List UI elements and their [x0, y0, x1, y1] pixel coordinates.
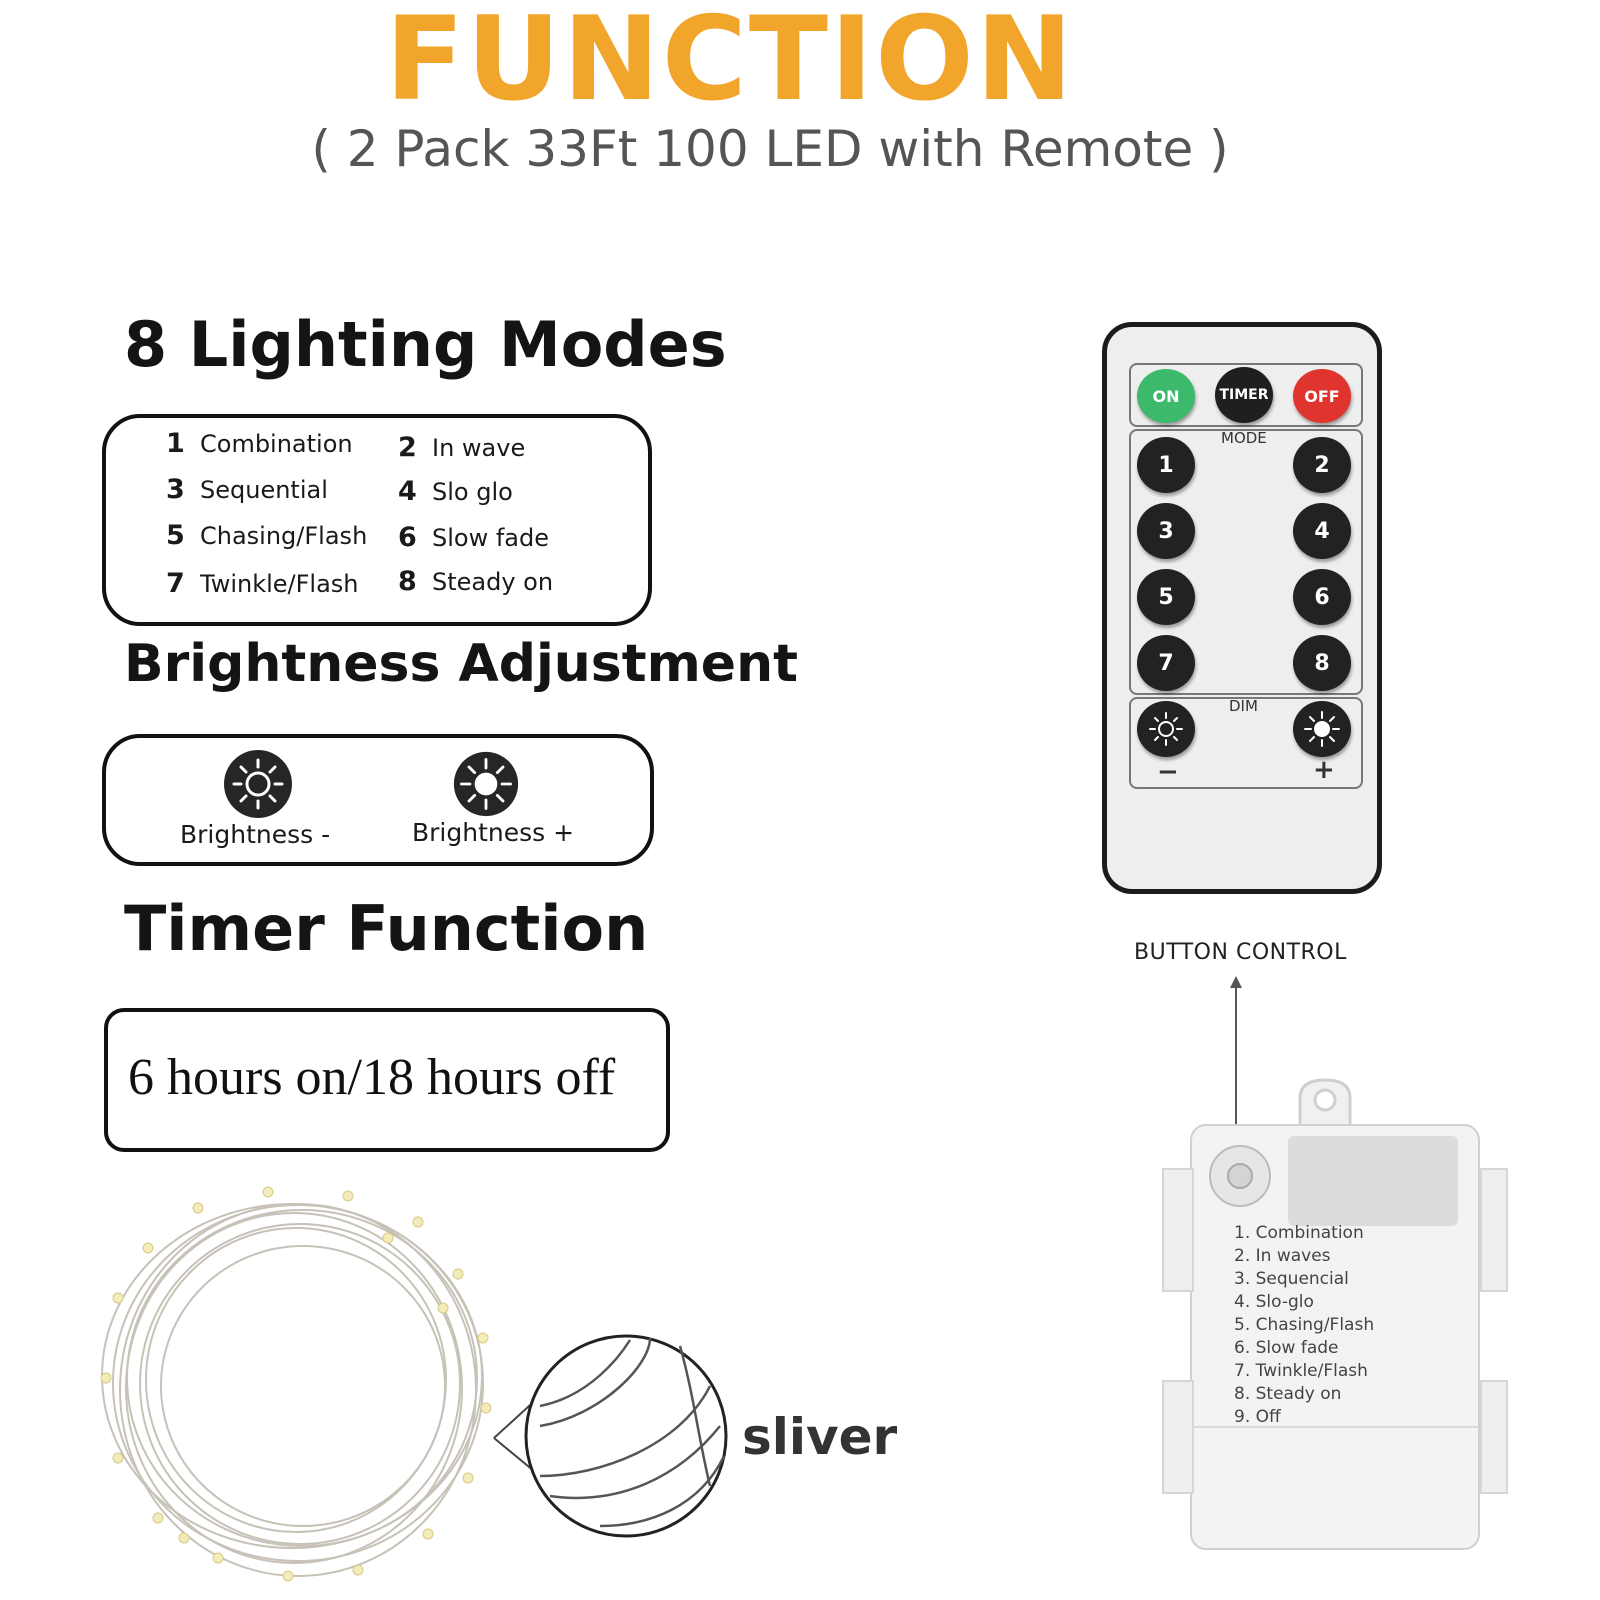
mode-label: Combination [200, 430, 353, 458]
mode-5-button[interactable]: 5 [1137, 569, 1195, 625]
mode-8-label: 8 [1314, 650, 1330, 676]
remote-control: ON TIMER OFF MODE 1 2 3 4 5 6 7 8 DIM [1102, 322, 1382, 894]
battery-box: 1. Combination 2. In waves 3. Sequencial… [1190, 1124, 1480, 1550]
lighting-modes-box: 1 Combination 2 In wave 3 Sequential 4 Slo g… [102, 414, 652, 626]
battery-box-clip-right-lower [1480, 1380, 1508, 1494]
battery-box-clip-left-lower [1162, 1380, 1194, 1494]
brightness-box: Brightness - Brightness + [102, 734, 654, 866]
mode-number: 6 [398, 522, 417, 553]
mode-label: Slo glo [432, 478, 513, 506]
wire-magnifier-image [493, 1334, 728, 1538]
off-label: OFF [1304, 386, 1340, 406]
mode-3-label: 3 [1158, 518, 1174, 544]
battery-box-clip-left [1162, 1168, 1194, 1292]
sun-filled-icon [1304, 711, 1340, 747]
mode-label: In wave [432, 434, 526, 462]
battery-box-clip-right [1480, 1168, 1508, 1292]
mode-panel [1129, 429, 1363, 695]
hanging-loop-image [1298, 1078, 1352, 1134]
dim-minus-button[interactable] [1137, 701, 1195, 757]
mode-item: 6 Slow fade [398, 522, 549, 553]
mode-label: Slow fade [432, 524, 549, 552]
mode-6-button[interactable]: 6 [1293, 569, 1351, 625]
circuit-board [1288, 1136, 1458, 1226]
divider [1192, 1426, 1478, 1428]
mode-number: 2 [398, 432, 417, 463]
dim-label: DIM [1229, 697, 1258, 715]
mode-number: 3 [166, 474, 185, 505]
mode-3-button[interactable]: 3 [1137, 503, 1195, 559]
list-item: 1. Combination [1234, 1223, 1364, 1243]
mode-8-button[interactable]: 8 [1293, 635, 1351, 691]
dim-plus-button[interactable] [1293, 701, 1351, 757]
mode-label: Sequential [200, 476, 328, 504]
mode-label: Steady on [432, 568, 554, 596]
off-button[interactable]: OFF [1293, 369, 1351, 423]
mode-label: MODE [1221, 429, 1267, 447]
mode-1-button[interactable]: 1 [1137, 437, 1195, 493]
mode-label: Chasing/Flash [200, 522, 368, 550]
mode-item: 4 Slo glo [398, 476, 513, 507]
mode-2-button[interactable]: 2 [1293, 437, 1351, 493]
list-item: 2. In waves [1234, 1246, 1331, 1266]
mode-7-button[interactable]: 7 [1137, 635, 1195, 691]
lighting-modes-heading: 8 Lighting Modes [124, 308, 727, 381]
mode-7-label: 7 [1158, 650, 1174, 676]
list-item: 8. Steady on [1234, 1384, 1342, 1404]
brightness-plus-label: Brightness + [412, 818, 575, 847]
sun-outline-icon [224, 750, 292, 818]
page-title: FUNCTION [385, 0, 1075, 127]
list-item: 9. Off [1234, 1407, 1281, 1427]
mode-1-label: 1 [1158, 452, 1174, 478]
mode-item: 5 Chasing/Flash [166, 520, 367, 551]
timer-text: 6 hours on/18 hours off [128, 1049, 616, 1106]
timer-heading: Timer Function [124, 892, 649, 965]
sun-filled-icon [453, 751, 519, 817]
timer-box: 6 hours on/18 hours off [104, 1008, 670, 1152]
mode-4-button[interactable]: 4 [1293, 503, 1351, 559]
mode-number: 4 [398, 476, 417, 507]
dim-panel [1129, 697, 1363, 789]
list-item: 3. Sequencial [1234, 1269, 1349, 1289]
mode-5-label: 5 [1158, 584, 1174, 610]
on-label: ON [1152, 386, 1180, 406]
brightness-minus-label: Brightness - [180, 820, 331, 849]
mode-item: 7 Twinkle/Flash [166, 568, 359, 599]
sun-outline-icon [1149, 712, 1183, 746]
mode-2-label: 2 [1314, 452, 1330, 478]
button-control-label: BUTTON CONTROL [1134, 940, 1347, 965]
on-button[interactable]: ON [1137, 369, 1195, 423]
mode-6-label: 6 [1314, 584, 1330, 610]
timer-button[interactable]: TIMER [1215, 367, 1273, 423]
list-item: 4. Slo-glo [1234, 1292, 1314, 1312]
page-subtitle: ( 2 Pack 33Ft 100 LED with Remote ) [311, 120, 1229, 178]
minus-sign: − [1157, 757, 1179, 787]
power-panel [1129, 363, 1363, 427]
mode-item: 3 Sequential [166, 474, 328, 505]
mode-number: 7 [166, 568, 185, 599]
mode-item: 1 Combination [166, 428, 353, 459]
list-item: 6. Slow fade [1234, 1338, 1339, 1358]
plus-sign: + [1313, 755, 1335, 785]
mode-number: 8 [398, 566, 417, 597]
mode-label: Twinkle/Flash [200, 570, 359, 598]
timer-label: TIMER [1219, 387, 1269, 403]
brightness-heading: Brightness Adjustment [124, 634, 798, 694]
sliver-label: sliver [742, 1408, 898, 1466]
battery-box-mode-list: 1. Combination 2. In waves 3. Sequencial… [1234, 1222, 1374, 1429]
mode-item: 8 Steady on [398, 566, 553, 597]
mode-number: 5 [166, 520, 185, 551]
list-item: 7. Twinkle/Flash [1234, 1361, 1368, 1381]
mode-4-label: 4 [1314, 518, 1330, 544]
mode-item: 2 In wave [398, 432, 525, 463]
control-button-icon[interactable] [1208, 1144, 1272, 1208]
mode-number: 1 [166, 428, 185, 459]
led-string-coil-image [100, 1186, 492, 1582]
list-item: 5. Chasing/Flash [1234, 1315, 1375, 1335]
